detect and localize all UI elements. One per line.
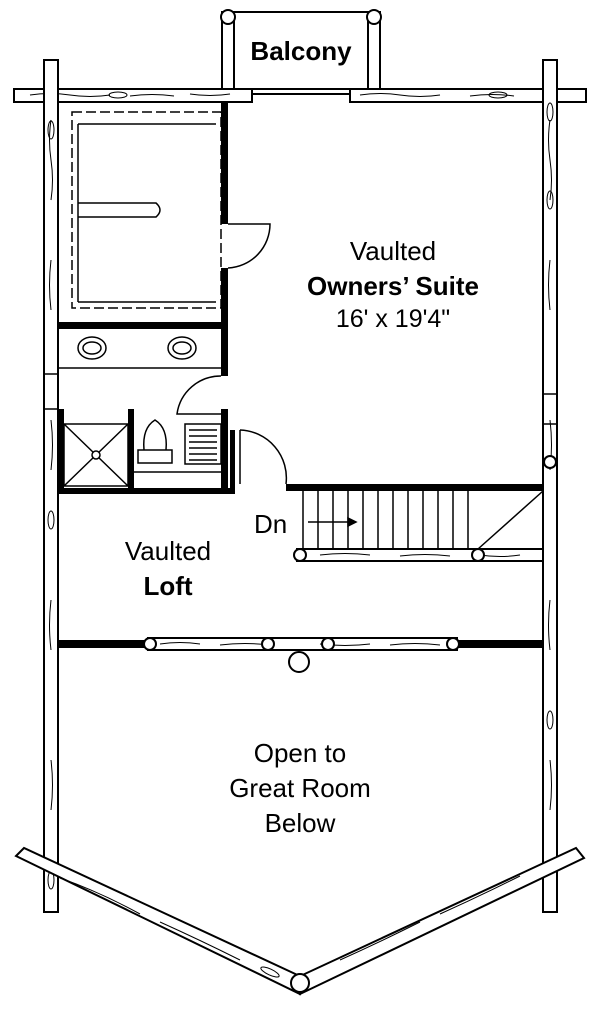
stairs <box>302 490 544 550</box>
shower-stall <box>63 423 129 487</box>
right-log-wall <box>542 59 558 913</box>
open-to-label: Open to <box>253 738 347 768</box>
stair-log-railing <box>293 548 544 562</box>
left-log-wall <box>43 59 59 913</box>
tub-shower <box>71 111 222 309</box>
great-room-label: Great Room <box>229 773 371 803</box>
stair-direction-arrow <box>308 516 358 528</box>
closet-shelves <box>184 423 222 465</box>
top-log-plate-right <box>349 88 587 103</box>
loft-label: Loft <box>143 571 193 601</box>
vanity-sinks <box>58 336 221 369</box>
owners-suite-dimensions: 16' x 19'4" <box>335 305 451 333</box>
toilet <box>134 419 221 473</box>
balcony-label: Balcony <box>250 36 352 66</box>
windows <box>44 373 557 425</box>
balcony-railing <box>220 9 382 95</box>
loft-vaulted-label: Vaulted <box>124 536 212 566</box>
owners-suite-vaulted-label: Vaulted <box>349 236 437 266</box>
loft-log-railing <box>143 637 460 673</box>
interior-walls <box>58 102 543 648</box>
stairs-down-label: Dn <box>254 509 288 539</box>
below-label: Below <box>264 808 336 838</box>
owners-suite-label: Owners’ Suite <box>307 271 479 301</box>
top-log-plate-left <box>13 88 253 103</box>
door-swings <box>176 223 288 485</box>
angled-log-walls <box>14 846 586 996</box>
